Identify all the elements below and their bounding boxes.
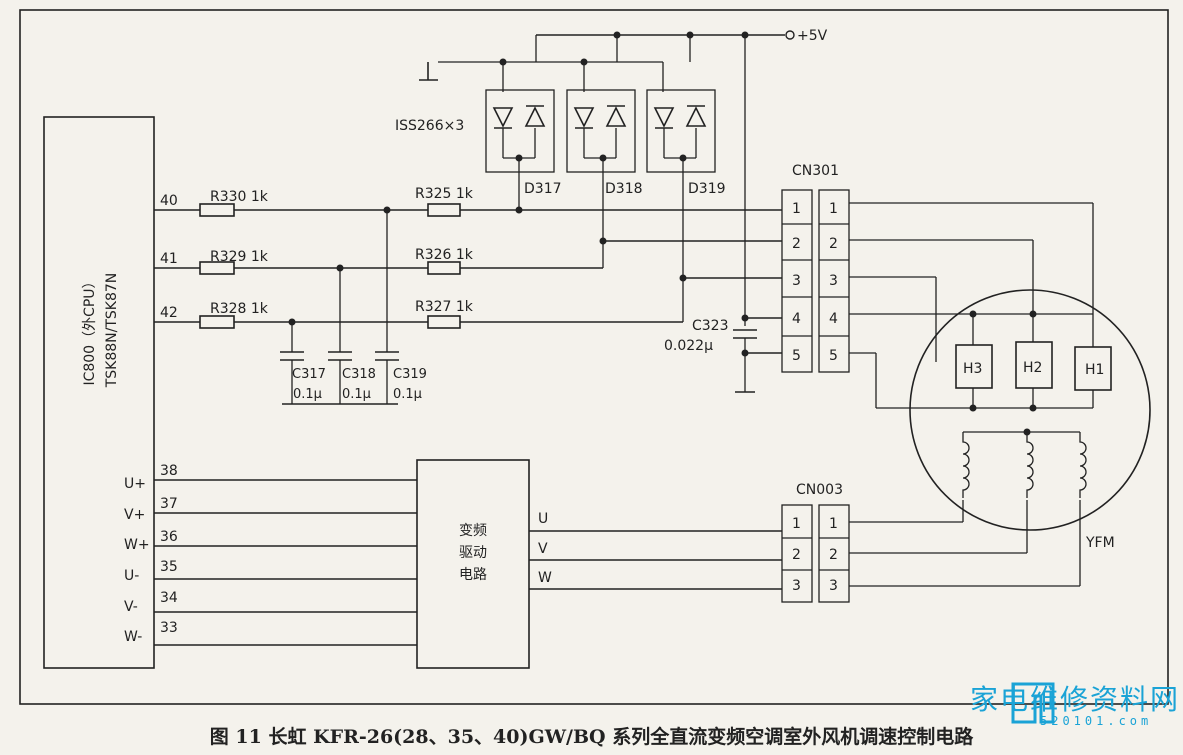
cn003-pin-l3: 3 — [792, 578, 801, 594]
ic800-label: IC800（外CPU） — [82, 274, 98, 385]
h2-label: H2 — [1023, 360, 1042, 376]
pin-41: 41 — [160, 251, 178, 267]
hall-sensor-h2 — [1015, 341, 1053, 389]
c319-label: C319 — [393, 367, 427, 382]
r325-label: R325 1k — [415, 186, 474, 202]
c318-label: C318 — [342, 367, 376, 382]
cn003-label: CN003 — [796, 482, 843, 498]
c323-value: 0.022μ — [664, 338, 713, 354]
cn301-pin-l2: 2 — [792, 236, 801, 252]
r327-label: R327 1k — [415, 299, 474, 315]
pin-42: 42 — [160, 305, 178, 321]
ic800-box — [43, 116, 155, 669]
label-v-plus: V+ — [124, 507, 145, 523]
pin-36: 36 — [160, 529, 178, 545]
signal-row-42: 42 R328 1k R327 1k — [154, 299, 683, 329]
diagram-frame — [19, 9, 1169, 705]
d319-label: D319 — [688, 181, 726, 197]
c318-value: 0.1μ — [342, 387, 371, 402]
signal-row-40: 40 R330 1k R325 1k — [154, 186, 782, 217]
connector-cn003: CN003 1 2 3 1 2 3 — [781, 482, 850, 603]
brand-name: 家电维修资料网 — [970, 683, 1181, 716]
driver-label-1: 变频 — [459, 523, 487, 539]
label-w-plus: W+ — [124, 537, 150, 553]
cn301-pin-r4: 4 — [829, 311, 838, 327]
cn301-pin-r5: 5 — [829, 348, 838, 364]
driver-v: V — [538, 541, 548, 557]
cn301-pin-r3: 3 — [829, 273, 838, 289]
signal-row-41: 41 R329 1k R326 1k — [154, 247, 603, 275]
cn003-pin-r1: 1 — [829, 516, 838, 532]
supply-label: +5V — [797, 28, 828, 44]
pin-34: 34 — [160, 590, 178, 606]
cn301-pin-l5: 5 — [792, 348, 801, 364]
figure-caption: 图 11 长虹 KFR-26(28、35、40)GW/BQ 系列全直流变频空调室… — [209, 726, 974, 748]
brand-logo-icon — [1011, 682, 1055, 724]
diode-d317: D317 — [485, 89, 562, 214]
d317-label: D317 — [524, 181, 562, 197]
c317-value: 0.1μ — [293, 387, 322, 402]
brand-url: 520101.com — [1040, 714, 1153, 728]
cn301-label: CN301 — [792, 163, 839, 179]
driver-label-3: 电路 — [459, 567, 487, 583]
diode-pack-label: ISS266×3 — [395, 118, 464, 134]
r330-label: R330 1k — [210, 189, 269, 205]
cn003-pin-r3: 3 — [829, 578, 838, 594]
pin-40: 40 — [160, 193, 178, 209]
hall-sensor-h3 — [955, 344, 993, 389]
label-v-minus: V- — [124, 599, 138, 615]
capacitor-bank: C317 0.1μ C318 0.1μ C319 0.1μ — [280, 206, 427, 405]
c317-label: C317 — [292, 367, 326, 382]
driver-w: W — [538, 570, 552, 586]
motor-yfm: H3 H2 H1 YFM — [849, 202, 1151, 587]
motor-label: YFM — [1085, 535, 1115, 551]
d318-label: D318 — [605, 181, 643, 197]
r326-label: R326 1k — [415, 247, 474, 263]
cn301-pin-l1: 1 — [792, 201, 801, 217]
driver-label-2: 驱动 — [459, 545, 487, 561]
c319-value: 0.1μ — [393, 387, 422, 402]
label-u-plus: U+ — [124, 476, 146, 492]
pin-37: 37 — [160, 496, 178, 512]
label-u-minus: U- — [124, 568, 139, 584]
diode-d318: D318 — [566, 89, 782, 268]
cn003-pin-l2: 2 — [792, 547, 801, 563]
h1-label: H1 — [1085, 362, 1104, 378]
pwm-lines: 38 37 36 35 34 33 U+ V+ W+ U- V- W- — [124, 463, 417, 646]
r328-label: R328 1k — [210, 301, 269, 317]
cn301-pin-r1: 1 — [829, 201, 838, 217]
r329-label: R329 1k — [210, 249, 269, 265]
c323-label: C323 — [692, 318, 729, 334]
cn003-pin-l1: 1 — [792, 516, 801, 532]
pin-35: 35 — [160, 559, 178, 575]
cn003-pin-r2: 2 — [829, 547, 838, 563]
cn301-pin-r2: 2 — [829, 236, 838, 252]
label-w-minus: W- — [124, 629, 142, 645]
connector-cn301: CN301 1 2 3 4 5 1 2 3 4 5 — [781, 163, 850, 373]
h3-label: H3 — [963, 361, 982, 377]
pin-33: 33 — [160, 620, 178, 636]
supply-rail: +5V — [419, 28, 828, 326]
ic800-part: TSK88N/TSK87N — [104, 273, 120, 389]
capacitor-c323: C323 0.022μ — [664, 314, 782, 393]
pin-38: 38 — [160, 463, 178, 479]
driver-u: U — [538, 511, 548, 527]
cn301-pin-l4: 4 — [792, 311, 801, 327]
hall-sensor-h1 — [1074, 346, 1112, 391]
diode-d319: D319 — [646, 89, 782, 322]
inverter-driver: 变频 驱动 电路 U V W — [416, 459, 782, 669]
cn301-pin-l3: 3 — [792, 273, 801, 289]
